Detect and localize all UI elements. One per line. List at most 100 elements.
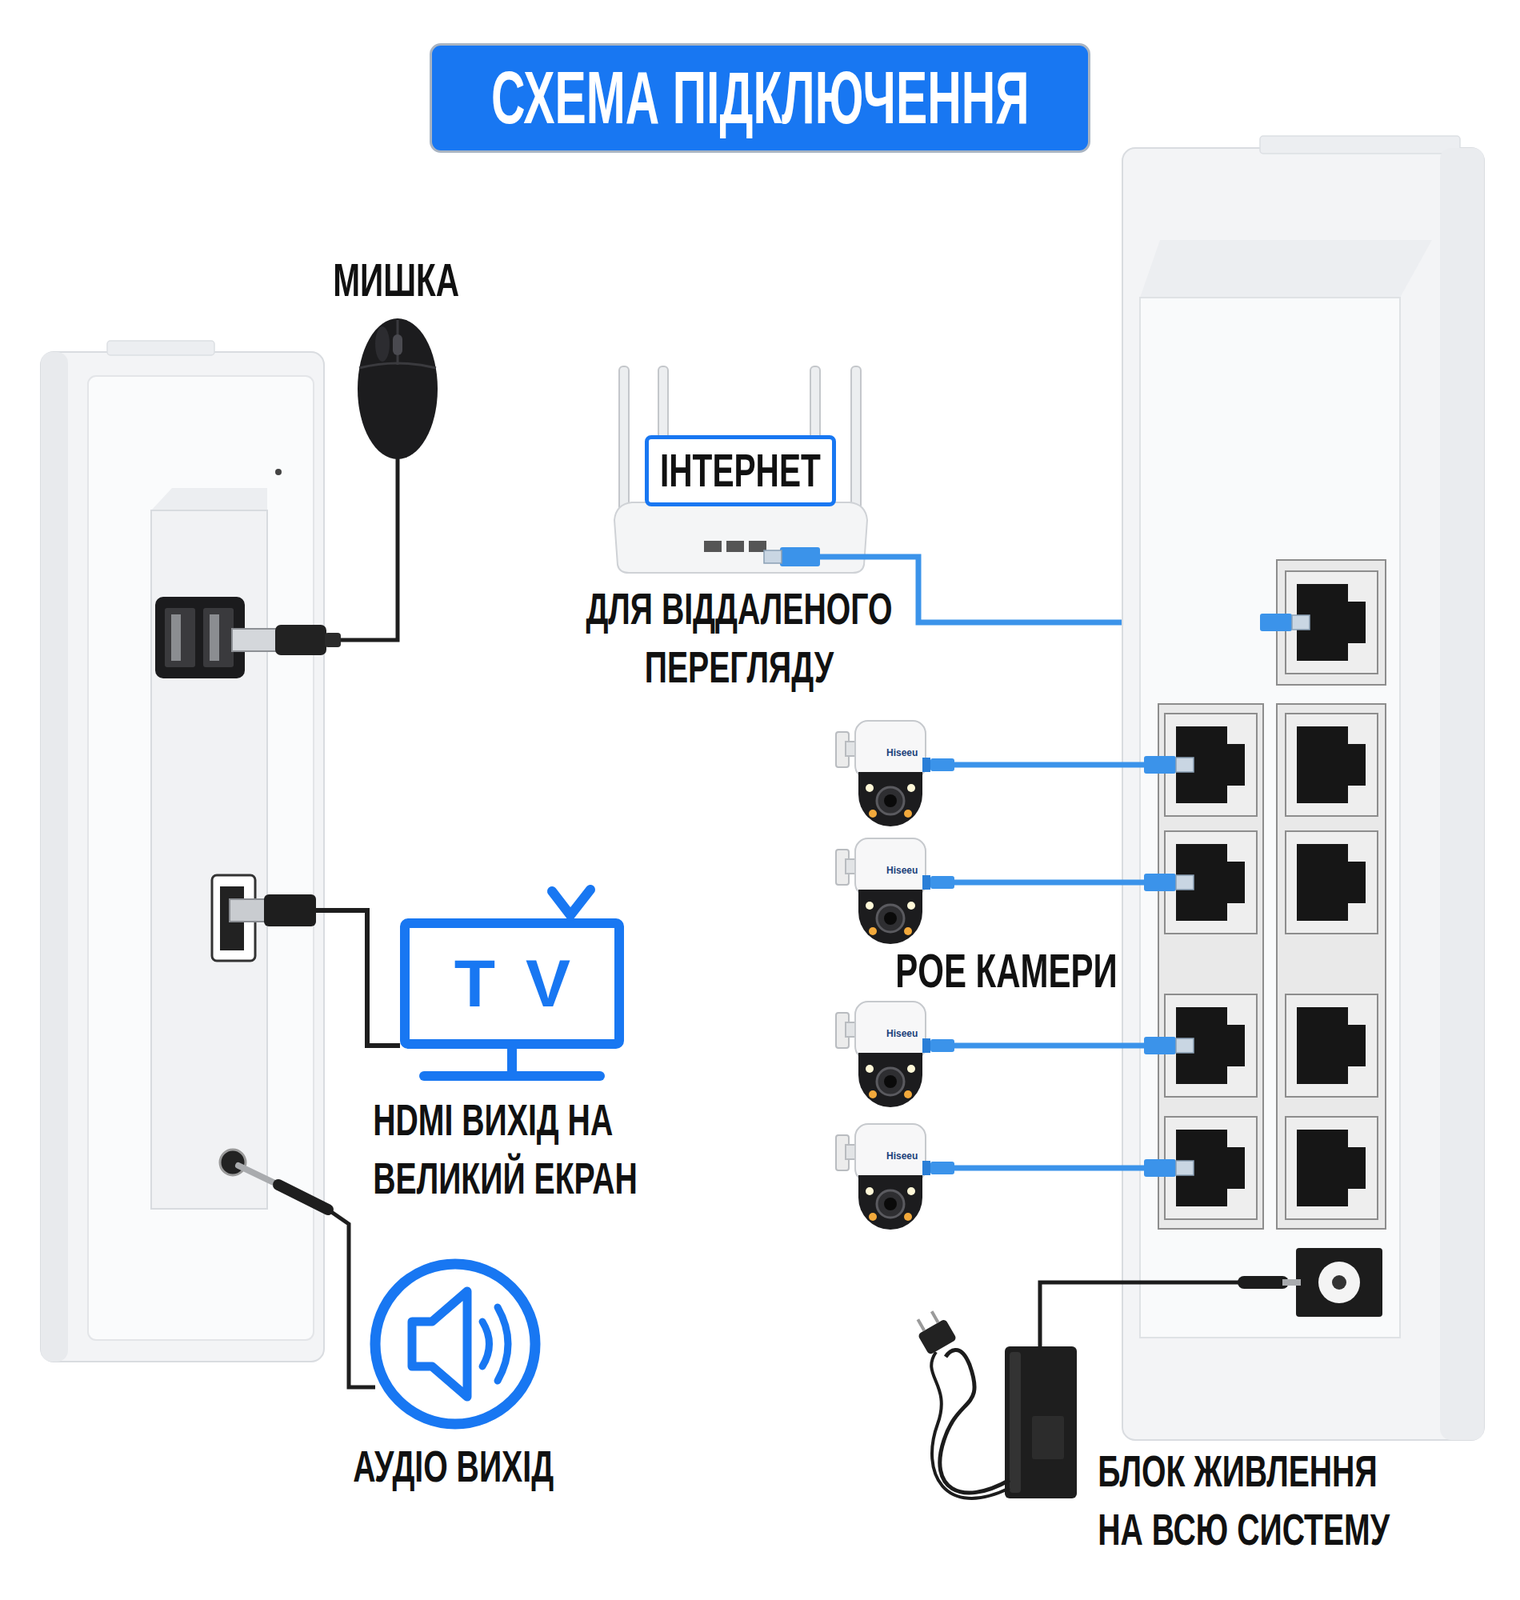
poe-cameras-part [836, 838, 955, 944]
mouse-part [357, 318, 438, 460]
node-text: TV [424, 944, 601, 1023]
hdmi-cable-part [316, 910, 400, 1046]
speaker-icon [375, 1264, 536, 1424]
audio-jack-part [278, 1184, 328, 1210]
port-label: HDMI ВИХІД НА ВЕЛИКИЙ ЕКРАН [369, 1091, 689, 1208]
power-label: БЛОК ЖИВЛЕННЯ НА ВСЮ СИСТЕМУ [1094, 1442, 1424, 1560]
nvr-right-side-part [1318, 1261, 1360, 1304]
tv-icon-parts-part [552, 889, 591, 916]
router-part [704, 540, 722, 552]
power-supply-part [1004, 1346, 1077, 1499]
title-banner: СХЕМА ПІДКЛЮЧЕННЯ [429, 43, 1091, 153]
nvr-right-side-part [1140, 240, 1432, 298]
callout-label: ДЛЯ ВІДДАЛЕНОГО ПЕРЕГЛЯДУ [567, 580, 912, 697]
nvr-left-side-part [88, 376, 314, 1340]
power-supply-part-part [917, 1319, 924, 1331]
router-part [851, 366, 861, 519]
lan-plug [1260, 613, 1310, 632]
speaker-icon-part [497, 1307, 508, 1381]
nvr-left-side-part [40, 352, 68, 1362]
audio-jack-part [220, 1149, 246, 1176]
usb-port-part [171, 614, 181, 661]
power-supply-part [1244, 1276, 1283, 1289]
title-text: СХЕМА ПІДКЛЮЧЕННЯ [491, 57, 1030, 139]
nvr-right-side-part [1140, 297, 1400, 1338]
hdmi-cable [229, 894, 400, 1046]
poe-cameras-part [836, 1001, 955, 1108]
mouse-part [375, 326, 390, 362]
usb-plug-part [324, 632, 341, 648]
power-supply-part-part [932, 1311, 939, 1323]
usb-plug-part [275, 624, 327, 656]
camera-cables-part [954, 1165, 1144, 1172]
nvr-left-side-part [107, 340, 215, 356]
nvr-right-side-part [1296, 1248, 1383, 1317]
mouse-cable [340, 454, 398, 640]
usb-plug [232, 624, 341, 656]
tv-icon-parts-part [424, 1071, 600, 1081]
nvr-left-side-part [151, 510, 268, 1209]
brand-mark: Hiseeu [886, 1151, 918, 1162]
group-label: POE КАМЕРИ [892, 944, 1121, 998]
camera-cables-part [954, 1043, 1144, 1049]
nvr-right-side-part [1276, 704, 1386, 1229]
audio-jack-part [238, 1165, 279, 1185]
node-text: ІНТЕРНЕТ [660, 444, 821, 498]
nvr-right-side-part [1440, 148, 1484, 1440]
nvr-right-side [1122, 136, 1484, 1440]
hdmi-cable-part [264, 894, 316, 927]
nvr-right-side-part [1285, 713, 1378, 816]
brand-mark: Hiseeu [886, 1028, 918, 1040]
nvr-left-side [40, 340, 324, 1362]
usb-port-part [203, 608, 234, 668]
ethernet-cable-part [780, 547, 820, 567]
audio-jack-part [328, 1209, 376, 1388]
nvr-right-side-part [1158, 704, 1264, 1229]
router-part [726, 540, 744, 552]
device-label: МИШКА [329, 253, 463, 308]
mouse-cable-part [340, 454, 398, 640]
nvr-right-side-part [1332, 1275, 1347, 1290]
router [614, 366, 868, 573]
mouse-part [392, 334, 403, 356]
camera-cables-part [1144, 1159, 1194, 1177]
audio-jack [220, 1149, 376, 1388]
mouse [357, 318, 438, 460]
nvr-right-side-part [1260, 136, 1460, 154]
poe-cameras-part [836, 720, 955, 827]
lan-plug-part [1260, 613, 1310, 632]
power-supply-part-part [917, 1318, 958, 1356]
usb-port-part [164, 608, 196, 668]
tv-screen: TV [400, 918, 624, 1049]
power-supply-part [1032, 1416, 1064, 1460]
internet-box: ІНТЕРНЕТ [644, 435, 836, 507]
power-supply-part [1282, 1279, 1301, 1286]
speaker-icon-part [375, 1264, 536, 1424]
power-supply-part [931, 1352, 1010, 1499]
nvr-left-side-part [40, 352, 324, 1362]
poe-cameras-part [836, 1124, 955, 1230]
camera-cables-part [1144, 1036, 1194, 1055]
speaker-icon-part [412, 1291, 468, 1397]
nvr-right-side-part [1285, 994, 1378, 1097]
ethernet-cable-part [764, 550, 782, 564]
nvr-right-side-part [1285, 831, 1378, 934]
nvr-left-side-part [151, 488, 268, 1209]
camera-cables-part [1144, 756, 1194, 774]
speaker-icon-part [482, 1321, 490, 1367]
usb-port-part [209, 614, 220, 661]
port-label: АУДІО ВИХІД [349, 1439, 557, 1493]
nvr-right-side-part [1285, 1116, 1378, 1220]
brand-mark: Hiseeu [886, 865, 918, 876]
hdmi-cable-part [229, 899, 266, 922]
camera-cables-part [954, 762, 1144, 768]
router-part [619, 366, 629, 519]
nvr-right-side-part [1122, 148, 1484, 1440]
router-part [614, 502, 868, 573]
power-supply-part [940, 1349, 1010, 1493]
power-supply-part [1040, 1282, 1244, 1347]
camera-cables-part [1144, 873, 1194, 892]
